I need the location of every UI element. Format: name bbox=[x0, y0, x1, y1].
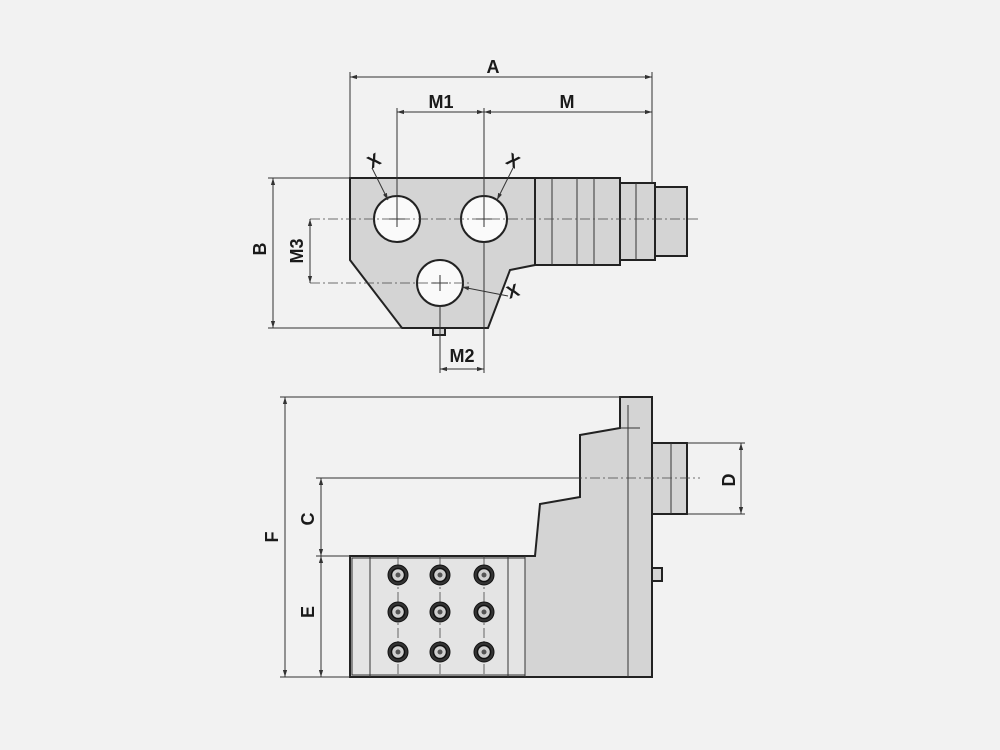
dim-label-B: B bbox=[250, 243, 270, 256]
dim-label-M: M bbox=[560, 92, 575, 112]
dim-label-M3: M3 bbox=[287, 238, 307, 263]
bolt-head bbox=[473, 641, 495, 663]
top-view-connector bbox=[619, 182, 656, 261]
bolt-head bbox=[429, 601, 451, 623]
bolt-head bbox=[473, 601, 495, 623]
bolt-head bbox=[387, 564, 409, 586]
top-view-connector-tip bbox=[654, 186, 688, 257]
bolt-head bbox=[429, 641, 451, 663]
side-view: F C E D bbox=[262, 396, 745, 678]
top-view-stub bbox=[432, 327, 446, 336]
hole-mark-2: X bbox=[503, 149, 523, 172]
dim-label-C: C bbox=[298, 513, 318, 526]
dim-label-D: D bbox=[719, 474, 739, 487]
top-view: A M1 M B M3 M2 X X X bbox=[250, 57, 698, 373]
dim-label-M2: M2 bbox=[449, 346, 474, 366]
dim-label-F: F bbox=[262, 532, 282, 543]
bolt-head bbox=[387, 601, 409, 623]
dim-label-M1: M1 bbox=[428, 92, 453, 112]
hole-mark-1: X bbox=[364, 149, 384, 172]
side-view-connector bbox=[651, 442, 688, 515]
dim-label-A: A bbox=[487, 57, 500, 77]
bolt-grid bbox=[387, 564, 495, 663]
bolt-head bbox=[387, 641, 409, 663]
bolt-head bbox=[429, 564, 451, 586]
side-view-stub bbox=[651, 567, 663, 582]
dim-label-E: E bbox=[298, 606, 318, 618]
hole-mark-3: X bbox=[504, 280, 522, 303]
bolt-head bbox=[473, 564, 495, 586]
